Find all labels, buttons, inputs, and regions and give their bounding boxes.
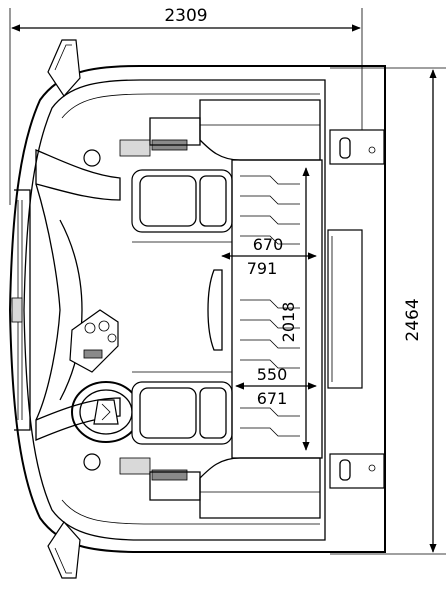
bunk-lower-dimension: 550 671 bbox=[235, 365, 317, 408]
cab-shell bbox=[8, 39, 386, 579]
dashboard bbox=[35, 139, 188, 481]
bunk-length-label: 2018 bbox=[279, 302, 298, 343]
driver-seat bbox=[131, 371, 233, 445]
rear-brackets bbox=[329, 129, 385, 489]
passenger-seat bbox=[131, 169, 233, 243]
bunk-upper-dimension: 670 791 bbox=[221, 235, 317, 278]
bunk-lower-width-label: 671 bbox=[257, 389, 288, 408]
bunk-upper-length-label: 670 bbox=[253, 235, 284, 254]
overall-width-label: 2309 bbox=[164, 6, 207, 26]
bunk-upper-width-label: 791 bbox=[247, 259, 278, 278]
bunk-length-dimension: 2018 bbox=[279, 167, 310, 451]
steering-wheel bbox=[71, 381, 141, 443]
mattress-pattern bbox=[240, 175, 300, 437]
bunk-bed bbox=[207, 159, 363, 459]
overall-depth-dimension: 2464 bbox=[330, 67, 446, 555]
bunk-lower-length-label: 550 bbox=[257, 365, 288, 384]
overall-depth-label: 2464 bbox=[403, 298, 423, 341]
overall-width-dimension: 2309 bbox=[9, 6, 363, 205]
